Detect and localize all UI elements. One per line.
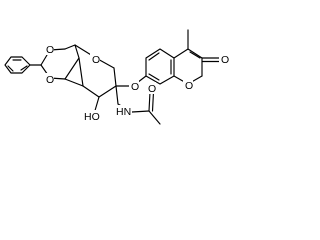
coumarin-benzo-ring <box>145 48 175 85</box>
pyranose-ring <box>64 44 117 98</box>
acetyl-oxygen-label: O <box>148 83 156 95</box>
phenyl-ring <box>4 56 31 74</box>
dioxane-ring <box>29 44 80 80</box>
carbonyl-oxygen-label: O <box>221 54 229 66</box>
hydroxyl-label: HO <box>84 111 100 123</box>
ring-oxygen-label: O <box>46 44 54 56</box>
structure-diagram: O O O O O O HO HN O <box>0 0 245 144</box>
ring-oxygen-label: O <box>46 74 54 86</box>
atom-labels: O O O O O O HO HN O <box>44 43 229 123</box>
coumarin-ring-oxygen-label: O <box>185 80 193 92</box>
coumarin-pyrone-ring <box>173 29 221 85</box>
pyranose-oxygen-label: O <box>92 54 100 66</box>
amide-nitrogen-label: HN <box>116 106 131 118</box>
glycosidic-oxygen-label: O <box>131 81 139 93</box>
molecule-drawing: O O O O O O HO HN O <box>4 29 229 125</box>
